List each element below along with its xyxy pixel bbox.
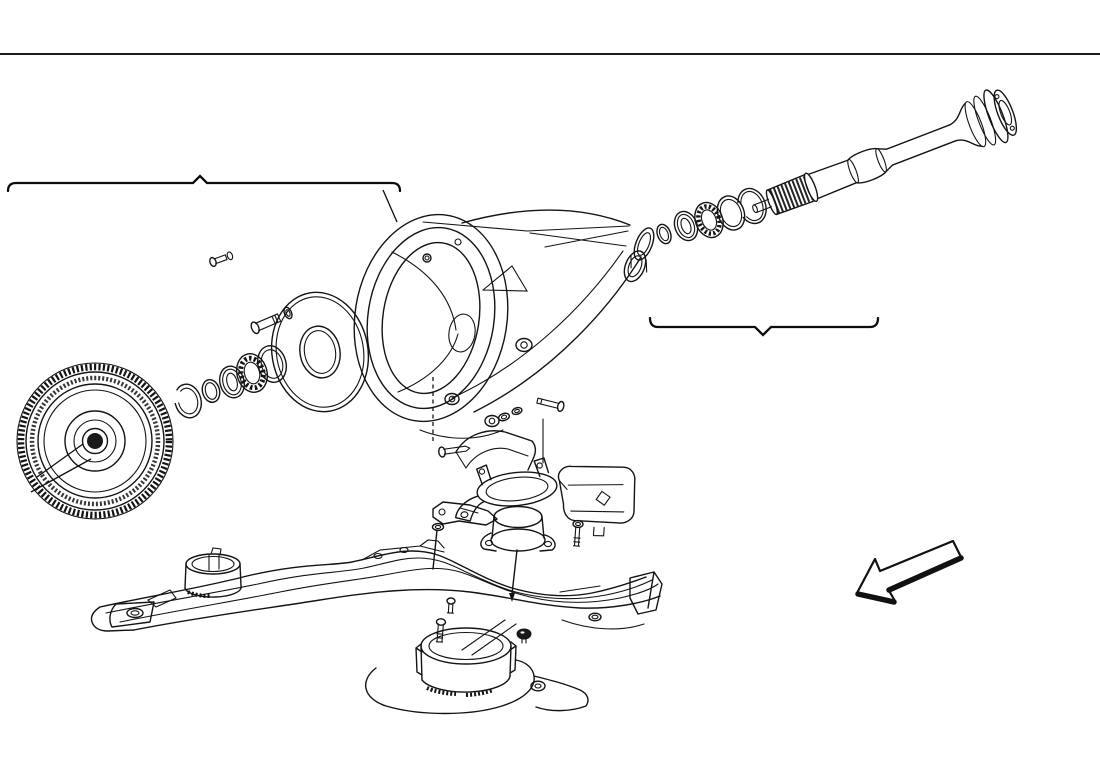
screw-12	[536, 397, 565, 413]
bracket-leader	[382, 189, 398, 223]
flywheel-drawing	[16, 362, 174, 520]
subframe	[90, 539, 663, 715]
screw-24	[438, 445, 471, 458]
output-neck	[623, 227, 655, 283]
direction-arrow	[855, 539, 964, 605]
bolt-18	[435, 618, 447, 643]
left-bushing-cup	[184, 547, 242, 599]
mount-collar	[454, 457, 558, 522]
mount-cluster	[431, 397, 636, 644]
bearing	[235, 353, 269, 393]
snap-ring	[173, 383, 203, 419]
cover-plate	[270, 291, 370, 413]
header-divider	[0, 53, 1100, 55]
side-bracket	[557, 465, 636, 537]
right-bushing-cup	[415, 627, 517, 697]
bolt-16	[516, 628, 532, 644]
spacer-ring	[256, 345, 288, 383]
bolt-3	[250, 313, 282, 335]
left-group-bracket	[6, 174, 402, 193]
hub-leader-lines	[30, 443, 92, 493]
right-ring-stack	[656, 187, 767, 245]
seal-ring	[218, 365, 246, 399]
small-screw	[209, 251, 234, 268]
bell-housing	[353, 209, 655, 464]
bolt-26	[572, 519, 584, 547]
bolt-19	[446, 597, 456, 614]
o-ring	[201, 378, 221, 404]
left-ring-stack	[173, 345, 288, 419]
right-group-bracket	[648, 316, 880, 337]
driveshaft	[752, 89, 1018, 216]
